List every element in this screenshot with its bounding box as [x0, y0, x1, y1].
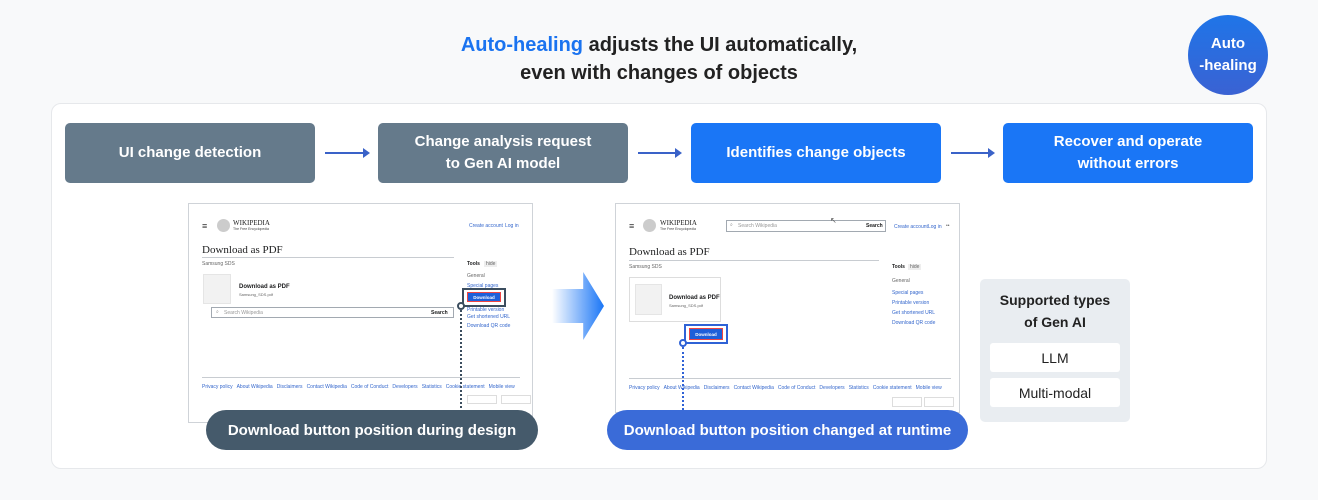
search-input [211, 307, 454, 318]
tool-item: Printable version [467, 307, 505, 313]
page-title: Download as PDF [202, 244, 283, 256]
tool-item: Get shortened URL [467, 314, 511, 320]
tool-item: General [892, 278, 910, 284]
log-in-link: Log in [505, 223, 519, 229]
menu-icon: ≡ [202, 221, 208, 231]
headline: Auto-healing adjusts the UI automaticall… [460, 34, 858, 56]
hide-button: hide [484, 261, 498, 267]
page-subtitle: Samsung SDS [629, 264, 662, 270]
wikimedia-logo [467, 395, 497, 404]
file-title: Download as PDF [669, 295, 720, 301]
connector-dot [457, 302, 465, 310]
search-button: Search [866, 223, 883, 229]
wikipedia-globe-icon [217, 219, 230, 232]
log-in-link: Log in [928, 224, 942, 230]
pdf-thumbnail [635, 284, 662, 315]
gen-ai-type-llm: LLM [990, 343, 1120, 372]
wikipedia-globe-icon [643, 219, 656, 232]
connector-dot [679, 339, 687, 347]
file-card [629, 277, 721, 322]
cursor-icon: ↖ [830, 216, 837, 225]
tool-item: Special pages [892, 290, 924, 296]
logo-title: WIKIPEDIA [660, 219, 697, 227]
tools-heading: Tools [892, 264, 905, 270]
file-title: Download as PDF [239, 284, 290, 290]
page-title: Download as PDF [629, 246, 710, 258]
pdf-thumbnail [203, 274, 231, 304]
dotted-connector [460, 310, 462, 422]
download-button: Download [467, 292, 501, 302]
logo-subtitle: The Free Encyclopedia [660, 227, 696, 231]
file-name: Samsung_SDS.pdf [669, 303, 704, 308]
menu-icon: ≡ [629, 221, 635, 231]
logo-title: WIKIPEDIA [233, 219, 270, 227]
runtime-caption: Download button position changed at runt… [607, 410, 968, 450]
mediawiki-logo [501, 395, 531, 404]
step-recover: Recover and operate without errors [1003, 123, 1253, 183]
design-caption: Download button position during design [206, 410, 538, 450]
search-placeholder: Search Wikipedia [224, 310, 263, 316]
mediawiki-logo [924, 397, 954, 407]
step-change-analysis: Change analysis request to Gen AI model [378, 123, 628, 183]
search-placeholder: Search Wikipedia [738, 223, 777, 229]
arrow-icon [951, 148, 995, 158]
arrow-icon [325, 148, 370, 158]
search-input [726, 220, 886, 232]
tool-item: Download QR code [467, 323, 511, 329]
tool-item: General [467, 273, 485, 279]
arrow-icon [638, 148, 682, 158]
more-icon: •• [946, 223, 950, 229]
wikimedia-logo [892, 397, 922, 407]
search-icon: ⌕ [730, 222, 733, 228]
headline-line2: even with changes of objects [520, 62, 798, 84]
tool-item: Download QR code [892, 320, 936, 326]
file-name: Samsung_SDS.pdf [239, 292, 274, 297]
page-subtitle: Samsung SDS [202, 261, 235, 267]
design-screenshot: ≡ WIKIPEDIA The Free Encyclopedia Create… [188, 203, 533, 423]
download-button: Download [689, 328, 723, 340]
gen-ai-type-multimodal: Multi-modal [990, 378, 1120, 407]
auto-healing-badge: Auto-healing [1188, 15, 1268, 95]
runtime-screenshot: ≡ WIKIPEDIA The Free Encyclopedia ⌕ Sear… [615, 203, 960, 413]
create-account-link: Create account [894, 224, 928, 230]
search-icon: ⌕ [216, 309, 219, 315]
tool-item: Printable version [892, 300, 930, 306]
step-identifies-change: Identifies change objects [691, 123, 941, 183]
tool-item: Get shortened URL [892, 310, 936, 316]
logo-subtitle: The Free Encyclopedia [233, 227, 269, 231]
hide-button: hide [908, 264, 922, 270]
create-account-link: Create account [469, 223, 503, 229]
tool-item: Special pages [467, 283, 499, 289]
step-ui-change-detection: UI change detection [65, 123, 315, 183]
tools-heading: Tools [467, 261, 480, 267]
search-button: Search [431, 310, 448, 316]
dotted-connector [682, 347, 684, 412]
